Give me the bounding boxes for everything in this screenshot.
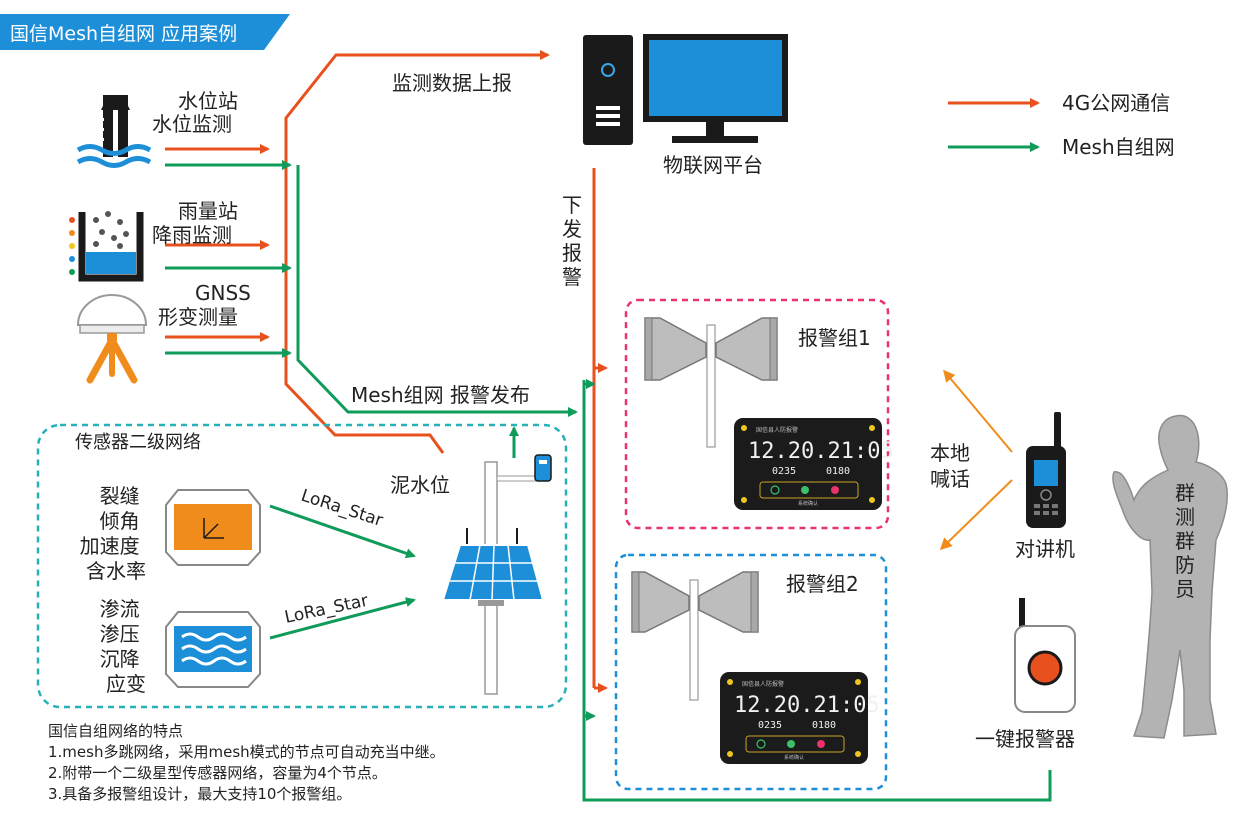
person-silhouette: 群 测 群 防 员 [1112, 414, 1228, 739]
shout-label: 本地 喊话 [930, 441, 976, 491]
walkie-talkie-icon [1026, 412, 1066, 528]
alarm-group-2: 报警组2 国信县人防报警 12.20.21:05 0235 0180 系统确认 [614, 553, 888, 791]
display-left-value: 0235 [772, 466, 796, 477]
alarm-group-2-frame [614, 553, 888, 791]
legend: 4G公网通信 Mesh自组网 [948, 91, 1175, 159]
solar-pole-icon [441, 454, 552, 695]
water-station-name: 水位站 [178, 89, 238, 113]
features-item-1: 1.mesh多跳网络，采用mesh模式的节点可自动充当中继。 [48, 743, 445, 761]
person-char-4: 防 [1175, 553, 1195, 577]
alarm-group-1-label: 报警组1 [798, 326, 871, 350]
links-4g [165, 50, 608, 693]
display-header: 国信县人防报警 [742, 680, 784, 688]
alarm-button-icon [1014, 598, 1076, 713]
edge-label-downlink: 下 发 报 警 [562, 193, 588, 289]
legend-label-4g: 4G公网通信 [1062, 91, 1170, 115]
sensor-network-title: 传感器二级网络 [75, 432, 201, 453]
display-footer: 系统确认 [784, 754, 804, 761]
gnss-antenna-icon [76, 294, 148, 384]
display-left-value: 0235 [758, 720, 782, 731]
seepage-sensor-icon [165, 611, 261, 688]
rain-station-name: 雨量站 [178, 199, 238, 223]
links-mesh [165, 160, 1052, 802]
alarm-group-2-label: 报警组2 [786, 572, 859, 596]
person-char-2: 测 [1175, 505, 1195, 529]
display-time: 12.20.21:05 [734, 693, 880, 718]
mud-level-sensor-icon [534, 454, 552, 482]
rain-station: 雨量站 降雨监测 [69, 199, 238, 282]
page-title: 国信Mesh自组网 应用案例 [10, 23, 237, 45]
display-right-value: 0180 [812, 720, 836, 731]
iot-platform: 物联网平台 [583, 34, 788, 177]
downlink-char-1: 下 [562, 193, 582, 217]
rain-station-desc: 降雨监测 [152, 223, 232, 247]
sensor-g2-item: 渗流 [100, 597, 140, 621]
downlink-char-3: 报 [562, 241, 582, 265]
edge-label-mesh-publish: Mesh组网 报警发布 [351, 383, 530, 407]
sensor-group-1: 裂缝 倾角 加速度 含水率 [80, 484, 146, 583]
gnss-station-desc: 形变测量 [158, 305, 238, 329]
platform-label: 物联网平台 [663, 153, 763, 177]
header-banner: 国信Mesh自组网 应用案例 [0, 14, 290, 50]
gnss-station-name: GNSS [195, 281, 251, 305]
person-char-3: 群 [1175, 529, 1195, 553]
sensor-g1-item: 含水率 [86, 559, 146, 583]
shout-links: 本地 喊话 [930, 369, 1013, 551]
sensor-g2-item: 沉降 [100, 647, 140, 671]
features-notes: 国信自组网络的特点 1.mesh多跳网络，采用mesh模式的节点可自动充当中继。… [48, 722, 445, 803]
horn-speaker-icon [644, 317, 778, 448]
mud-level-label: 泥水位 [390, 473, 450, 497]
legend-label-mesh: Mesh自组网 [1062, 135, 1175, 159]
display-right-value: 0180 [826, 466, 850, 477]
sensor-network: 传感器二级网络 裂缝 倾角 加速度 含水率 渗流 渗压 沉降 应变 [36, 423, 568, 709]
shield-icon [756, 739, 766, 749]
shield-icon [770, 485, 780, 495]
radio-label: 对讲机 [1015, 537, 1075, 561]
runner-green-icon [801, 486, 809, 494]
walkie-talkie: 对讲机 [1015, 412, 1075, 561]
display-time: 12.20.21:05 [748, 439, 894, 464]
button-alarm-label: 一键报警器 [975, 727, 1075, 751]
runner-red-icon [831, 486, 839, 494]
sensor-network-frame [36, 423, 568, 709]
water-level-icon [76, 95, 152, 168]
sensor-g1-item: 加速度 [80, 534, 140, 558]
person-icon [1112, 414, 1228, 739]
sensor-g2-item: 应变 [106, 672, 146, 696]
sensor-g1-item: 倾角 [100, 509, 140, 533]
led-display-panel: 国信县人防报警 12.20.21:05 0235 0180 系统确认 [734, 418, 894, 510]
person-label: 群 测 群 防 员 [1175, 481, 1201, 601]
downlink-char-2: 发 [562, 217, 582, 241]
features-item-3: 3.具备多报警组设计，最大支持10个报警组。 [48, 785, 351, 803]
edge-label-upload: 监测数据上报 [392, 71, 512, 95]
pc-tower-icon [583, 35, 633, 145]
alarm-group-1: 报警组1 国信县人防报警 12.20.21:05 0235 0180 系统确认 [624, 298, 894, 530]
shout-line-2: 喊话 [930, 467, 970, 491]
water-station: 水位站 水位监测 [76, 89, 238, 168]
horn-speaker-icon [631, 571, 759, 701]
rain-gauge-icon [69, 211, 144, 282]
features-title: 国信自组网络的特点 [48, 722, 183, 740]
display-footer: 系统确认 [798, 500, 818, 507]
sensor-g2-item: 渗压 [100, 622, 140, 646]
one-key-alarm: 一键报警器 [975, 598, 1076, 751]
alarm-group-1-frame [624, 298, 890, 530]
person-char-1: 群 [1175, 481, 1195, 505]
features-item-2: 2.附带一个二级星型传感器网络，容量为4个节点。 [48, 764, 387, 782]
led-display-panel: 国信县人防报警 12.20.21:05 0235 0180 系统确认 [720, 672, 880, 764]
tilt-sensor-icon [165, 489, 261, 566]
sensor-group-2: 渗流 渗压 沉降 应变 [100, 597, 146, 696]
water-station-desc: 水位监测 [152, 112, 232, 136]
sensor-g1-item: 裂缝 [100, 484, 140, 508]
gnss-station: GNSS 形变测量 [76, 281, 251, 384]
display-header: 国信县人防报警 [756, 426, 798, 434]
runner-green-icon [787, 740, 795, 748]
edge-label-lora-1: LoRa_Star [298, 486, 385, 531]
person-char-5: 员 [1175, 577, 1195, 601]
runner-red-icon [817, 740, 825, 748]
downlink-char-4: 警 [562, 265, 582, 289]
shout-line-1: 本地 [930, 441, 970, 465]
